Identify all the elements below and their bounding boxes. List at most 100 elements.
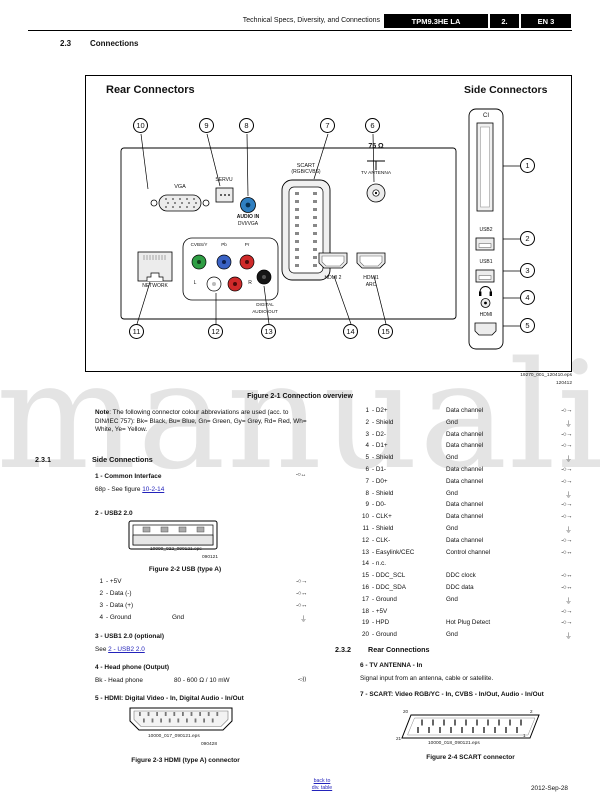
rear-section-number: 2.3.2 [335,645,351,654]
pin-number: 2 [365,418,369,426]
pin-description: Data channel [446,477,484,485]
pin-signal: - D1- [372,465,386,473]
headphone-colour: Bk - Head phone [95,677,143,684]
item-scart: 7 - SCART: Video RGB/YC - In, CVBS - In/… [360,691,544,698]
hdmi-pin-row: 1 - D2+ Data channel -○→ [358,407,572,419]
usb1-ref: See 2 - USB2 2.0 [95,646,145,653]
audio-in-jack [240,197,256,213]
hdmi-pin-row: 3 - D2- Data channel -○→ [358,431,572,443]
usb2-section-link[interactable]: 2 - USB2 2.0 [108,646,145,653]
pin-signal: - CLK+ [372,513,392,521]
pin-io-icon: -○↔ [561,583,572,591]
pin-number: 14 [361,560,369,568]
usb-pin-signal: - Ground [106,614,132,621]
hdmi-side-jack [474,322,497,336]
pin-signal: - Shield [372,489,394,497]
pin-signal: - HPD [372,619,390,627]
callout-11: 11 [129,324,144,339]
callout-8: 8 [239,118,254,133]
hdmi-pin-row: 4 - D1+ Data channel -○→ [358,442,572,454]
callout-15: 15 [378,324,393,339]
usb1-ref-text: See [95,646,109,653]
header-model-badge: TPM9.3HE LA [384,14,488,28]
callout-5: 5 [520,318,535,333]
figure1-eps-filename: 19270_001_120410.eps [520,373,572,378]
section-number: 2.3 [60,39,72,48]
hdmi-pin-row: 2 - Shield Gnd ⏚ [358,419,572,431]
pin-number: 19 [361,619,369,627]
usb-pin-row: 1 - +5V -○→ [95,578,307,590]
item-common-interface: 1 - Common Interface [95,473,162,480]
scart-pin21-label: 21 [396,736,402,741]
figure-connection-overview: Rear Connectors Side Connectors VGA SERV… [85,75,572,372]
section-title: Connections [90,39,139,48]
usb-pin-description [172,578,277,590]
hdmi-pin-table: 1 - D2+ Data channel -○→ 2 - Shield Gnd … [358,407,573,643]
pin-signal: - Ground [372,631,397,639]
pin-signal: - CLK- [372,536,391,544]
dvi-vga-label: DVI/VGA [237,221,259,227]
usb1-label: USB1 [479,259,493,265]
back-link-line1[interactable]: back to [313,778,331,784]
usb-pin-number: 1 [99,578,103,585]
pin-number: 6 [365,465,369,473]
hdmi-pin-row: 8 - Shield Gnd ⏚ [358,490,572,502]
colour-abbreviation-note: Note: The following connector colour abb… [95,409,308,435]
back-link-line2[interactable]: div. table [311,785,333,791]
hdmi-pin-row: 18 - +5V -○→ [358,607,573,620]
rear-connections-heading: 2.3.2 Rear Connections [335,645,430,654]
callout-leader-lines [136,133,520,327]
pin-io-icon: -○→ [561,430,572,438]
pin-signal: - DDC_SCL [372,572,406,580]
figure23-eps-filename: 10000_017_090121.eps [148,734,200,739]
common-interface-ref-text: 68p - See figure [95,486,143,493]
network-jack [137,251,173,282]
usb-pin-number: 2 [99,590,103,597]
usb-pin-description [172,590,277,602]
callout-6: 6 [365,118,380,133]
audio-out-label: AUDIO OUT [252,309,278,314]
tv-antenna-label: TV ANTENNA [360,171,392,176]
pin-description: Gnd [446,524,458,532]
usb2-jack [475,237,495,251]
hdmi-connector-drawing [129,707,233,731]
usb-pin-number: 3 [99,602,103,609]
header-rule [28,30,572,31]
figure22-eps-filename: 10000_022_090121.eps [150,547,202,552]
side-section-title: Side Connections [92,455,153,464]
pin-signal: - D0+ [372,477,388,485]
pb-label: Pb [221,242,227,247]
pin-number: 18 [361,607,369,615]
pin-io-icon: -○→ [561,513,572,521]
item-usb2: 2 - USB2 2.0 [95,510,133,517]
section-heading: 2.3 Connections [60,39,138,48]
figure-10-2-14-link[interactable]: 10-2-14 [142,486,165,493]
hdmi-pin-row: 10 - CLK+ Data channel -○→ [358,513,573,525]
figure23-eps-rev: 090428 [201,742,218,747]
item-hdmi-side: 5 - HDMI: Digital Video - In, Digital Au… [95,695,244,702]
servu-label: SERVU [215,177,233,183]
hdmi-pin-row: 12 - CLK- Data channel -○→ [358,536,573,549]
pin-signal: - Easylink/CEC [372,548,415,556]
usb-pin-io-icon: -○↔ [296,602,307,609]
hdmi-pin-row: 11 - Shield Gnd ⏚ [358,525,572,537]
side-section-number: 2.3.1 [35,455,51,464]
audio-l-label: L [193,280,197,286]
pin-io-icon: -○↔ [561,548,572,556]
pin-number: 15 [361,572,369,580]
pin-description: Data channel [446,513,484,521]
pin-description: Control channel [446,548,491,556]
common-interface-io-icon: -○↔ [295,472,307,478]
note-label: Note [95,409,110,416]
pin-number: 4 [365,442,369,450]
rear-section-title: Rear Connections [368,645,430,654]
callout-3: 3 [520,263,535,278]
hdmi2-label: HDMI 2 [324,275,342,281]
callout-1: 1 [520,158,535,173]
pin-io-icon: -○→ [561,501,572,509]
back-to-div-table: back to div. table [301,778,343,792]
callout-4: 4 [520,290,535,305]
usb-pin-description: Gnd [172,614,185,621]
ci-slot [476,122,494,212]
